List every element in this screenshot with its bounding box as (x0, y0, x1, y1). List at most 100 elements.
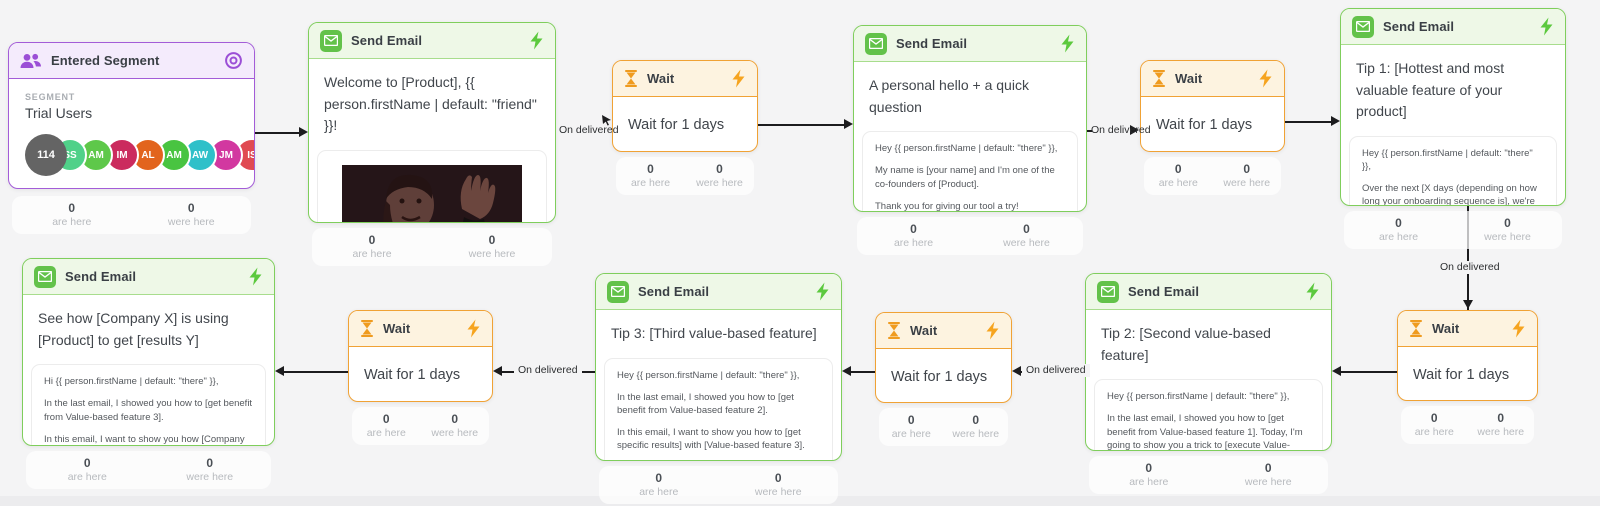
preview-paragraph: Hey {{ person.firstName | default: "ther… (617, 369, 800, 381)
edge-label-on-delivered: On delivered (1091, 124, 1151, 136)
stat-value: 0 (187, 201, 195, 215)
node-title: Wait (647, 71, 675, 86)
node-send-email-tip3[interactable]: Send Email Tip 3: [Third value-based fea… (595, 273, 842, 461)
people-icon (20, 53, 42, 69)
stat-label: were here (1003, 237, 1050, 249)
node-header: Send Email (23, 259, 274, 295)
edge-label-on-delivered: On delivered (1436, 261, 1504, 274)
lightning-icon (1539, 17, 1554, 36)
edge-line (1467, 206, 1469, 310)
lightning-icon (1305, 282, 1320, 301)
node-header: Wait (1141, 61, 1284, 97)
stat-value: 0 (972, 413, 980, 427)
hourglass-icon (887, 322, 901, 339)
stat-label: are here (630, 177, 671, 189)
node-wait-4[interactable]: Wait Wait for 1 days (875, 312, 1012, 403)
wait-duration: Wait for 1 days (891, 369, 988, 385)
stat-value: 0 (83, 456, 91, 470)
stat-label: were here (1484, 231, 1531, 243)
node-wait-3[interactable]: Wait Wait for 1 days (1397, 310, 1538, 401)
stat-value: 0 (488, 233, 496, 247)
node-title: Send Email (1128, 284, 1200, 299)
stat-label: were here (696, 177, 743, 189)
stat-value: 0 (1145, 461, 1153, 475)
stat-value: 0 (655, 471, 663, 485)
email-subject: Tip 1: [Hottest and most valuable featur… (1356, 60, 1505, 120)
stat-label: are here (639, 486, 679, 498)
wait-duration: Wait for 1 days (364, 367, 461, 383)
wait-duration: Wait for 1 days (628, 117, 725, 133)
edge-arrow (1331, 116, 1340, 126)
preview-paragraph: In the last email, I showed you how to [… (617, 391, 794, 416)
stat-label: are here (352, 248, 392, 260)
stat-label: were here (952, 428, 1000, 440)
stat-label: were here (1223, 177, 1271, 189)
node-title: Send Email (638, 284, 710, 299)
stat-label: were here (1244, 476, 1292, 488)
bullseye-icon[interactable] (224, 51, 243, 70)
stat-value: 0 (910, 222, 917, 236)
node-header: Send Email (596, 274, 841, 310)
node-title: Wait (1175, 71, 1203, 86)
stat-label: were here (468, 248, 516, 260)
node-wait-5[interactable]: Wait Wait for 1 days (348, 310, 493, 402)
email-subject: Tip 2: [Second value-based feature] (1101, 325, 1271, 363)
stat-value: 0 (1497, 411, 1505, 425)
node-entered-segment[interactable]: Entered Segment SEGMENT Trial Users 114 … (8, 42, 255, 189)
stat-label: were here (167, 216, 215, 228)
node-header: Send Email (1341, 9, 1565, 45)
lightning-icon (529, 31, 544, 50)
lightning-icon (466, 319, 481, 338)
node-title: Wait (1432, 321, 1460, 336)
node-send-email-tip2[interactable]: Send Email Tip 2: [Second value-based fe… (1085, 273, 1332, 451)
avatar-list: SSAMIMALAMAWJMISLH (53, 138, 254, 172)
edge-line (255, 132, 300, 134)
node-title: Wait (910, 323, 938, 338)
edge-line (758, 124, 846, 126)
stat-value: 0 (647, 162, 654, 176)
stat-value: 0 (1504, 216, 1511, 230)
wait-duration: Wait for 1 days (1413, 367, 1510, 383)
stat-value: 0 (68, 201, 76, 215)
avatar-row: 114 SSAMIMALAMAWJMISLH (25, 134, 254, 176)
lightning-icon (1511, 319, 1526, 338)
email-preview: Hey {{ person.firstName | default: "ther… (1094, 379, 1323, 451)
edge-line (283, 371, 348, 373)
node-header: Wait (1398, 311, 1537, 347)
edge-arrow (1130, 125, 1139, 135)
stat-value: 0 (1174, 162, 1182, 176)
stat-label: are here (1158, 177, 1198, 189)
node-send-email-welcome[interactable]: Send Email Welcome to [Product], {{ pers… (308, 22, 556, 223)
mouse-cursor-icon (602, 115, 611, 126)
stat-label: were here (431, 427, 479, 439)
stat-value: 0 (1023, 222, 1030, 236)
email-icon (607, 280, 629, 303)
edge-arrow (1012, 366, 1021, 376)
node-header: Wait (613, 61, 757, 97)
edge-label-on-delivered: On delivered (1022, 364, 1090, 377)
preview-paragraph: Over the next [X days (depending on how … (1362, 183, 1537, 206)
node-wait-1[interactable]: Wait Wait for 1 days (612, 60, 758, 152)
preview-paragraph: In the last email, I showed you how to [… (1107, 413, 1303, 451)
stat-value: 0 (1243, 162, 1251, 176)
edge-arrow (1463, 300, 1473, 309)
edge-line (1340, 371, 1397, 373)
edge-arrow (493, 366, 502, 376)
node-title: Wait (383, 321, 411, 336)
stat-label: are here (891, 428, 931, 440)
node-wait-2[interactable]: Wait Wait for 1 days (1140, 60, 1285, 152)
node-send-email-hello[interactable]: Send Email A personal hello + a quick qu… (853, 25, 1087, 212)
node-send-email-tip1[interactable]: Send Email Tip 1: [Hottest and most valu… (1340, 8, 1566, 206)
email-icon (1352, 15, 1374, 38)
segment-section-label: SEGMENT (25, 92, 76, 102)
hourglass-icon (624, 70, 638, 87)
stat-value: 0 (716, 162, 723, 176)
node-send-email-seehow[interactable]: Send Email See how [Company X] is using … (22, 258, 275, 446)
